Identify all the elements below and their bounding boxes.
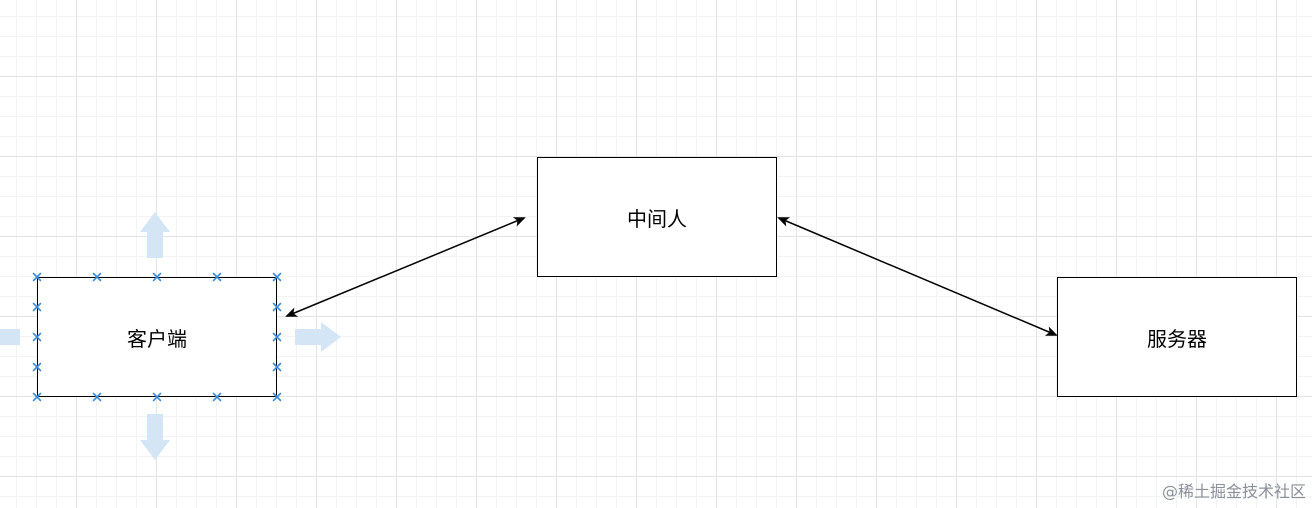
- hint-arrow-up-icon: [140, 212, 170, 258]
- connection-point-icon[interactable]: [272, 362, 282, 372]
- watermark: @稀土掘金技术社区: [1161, 482, 1306, 501]
- hint-arrow-right-icon: [295, 322, 341, 352]
- edge-mitm-server[interactable]: [777, 217, 1058, 336]
- connection-point-icon[interactable]: [32, 392, 42, 402]
- hint-arrow-down-icon: [140, 414, 170, 460]
- connection-point-icon[interactable]: [32, 272, 42, 282]
- connection-point-icon[interactable]: [32, 332, 42, 342]
- connection-point-icon[interactable]: [272, 392, 282, 402]
- node-server[interactable]: 服务器: [1057, 277, 1297, 397]
- connection-point-icon[interactable]: [212, 272, 222, 282]
- connection-point-icon[interactable]: [92, 392, 102, 402]
- connection-points: [32, 272, 282, 402]
- node-mitm-label: 中间人: [627, 206, 687, 231]
- node-server-label: 服务器: [1147, 326, 1207, 351]
- connection-point-icon[interactable]: [272, 302, 282, 312]
- connection-point-icon[interactable]: [32, 362, 42, 372]
- connection-point-icon[interactable]: [152, 392, 162, 402]
- node-client[interactable]: 客户端: [37, 277, 277, 397]
- edge-client-mitm[interactable]: [285, 217, 526, 317]
- connection-point-icon[interactable]: [272, 272, 282, 282]
- connection-point-icon[interactable]: [152, 272, 162, 282]
- connection-point-icon[interactable]: [32, 302, 42, 312]
- node-client-label: 客户端: [127, 326, 187, 351]
- connection-point-icon[interactable]: [212, 392, 222, 402]
- connection-point-icon[interactable]: [92, 272, 102, 282]
- hint-arrow-left-icon: [0, 329, 20, 345]
- connection-point-icon[interactable]: [272, 332, 282, 342]
- node-mitm[interactable]: 中间人: [537, 157, 777, 277]
